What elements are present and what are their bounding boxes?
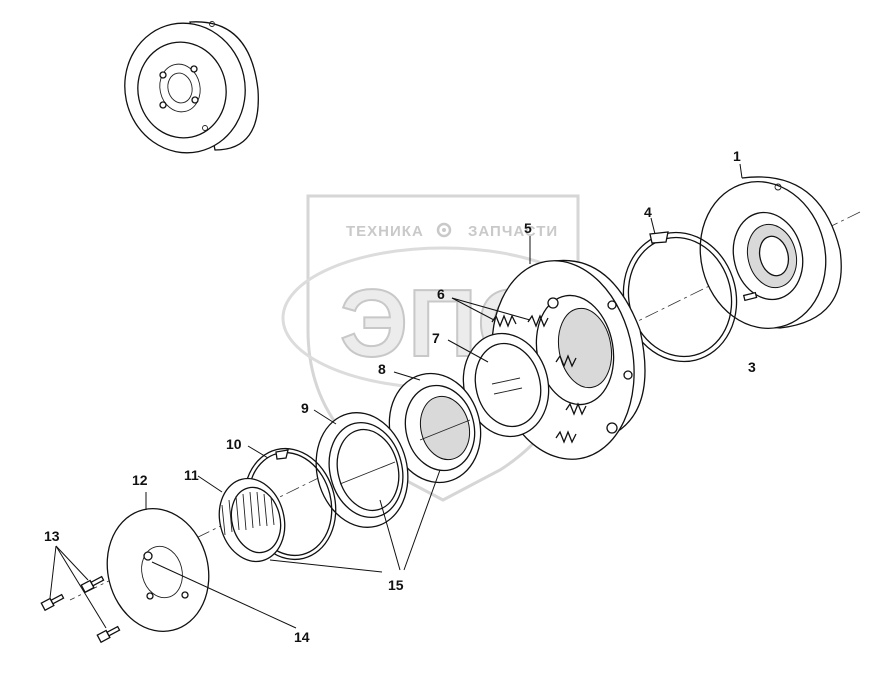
assembled-hub-view xyxy=(124,21,259,154)
part-9-seal-carrier xyxy=(315,412,409,528)
label-10: 10 xyxy=(226,436,242,452)
callout-labels: 1 3 4 5 6 7 8 9 10 11 12 13 14 15 xyxy=(44,148,756,645)
label-4: 4 xyxy=(644,204,652,220)
label-7: 7 xyxy=(432,330,440,346)
gear-icon xyxy=(436,222,452,238)
part-8-piston xyxy=(388,372,482,484)
part-6-springs xyxy=(491,314,587,444)
part-7-retainer-ring xyxy=(462,332,550,438)
leader-lines xyxy=(49,163,743,629)
label-9: 9 xyxy=(301,400,309,416)
part-1-housing xyxy=(699,176,842,330)
watermark-text-right: ЗАПЧАСТИ xyxy=(468,223,558,240)
label-5: 5 xyxy=(524,220,532,236)
part-12-cover-plate xyxy=(106,507,210,633)
label-12: 12 xyxy=(132,472,148,488)
label-14: 14 xyxy=(294,629,310,645)
label-8: 8 xyxy=(378,361,386,377)
part-13-bolts xyxy=(40,575,121,644)
part-11-needle-bearing xyxy=(218,477,286,563)
label-15: 15 xyxy=(388,577,404,593)
label-13: 13 xyxy=(44,528,60,544)
label-1: 1 xyxy=(733,148,741,164)
label-3: 3 xyxy=(748,359,756,375)
center-axis xyxy=(69,211,861,601)
label-11: 11 xyxy=(184,467,199,483)
label-6: 6 xyxy=(437,286,445,302)
watermark-text-left: ТЕХНИКА xyxy=(346,223,424,240)
